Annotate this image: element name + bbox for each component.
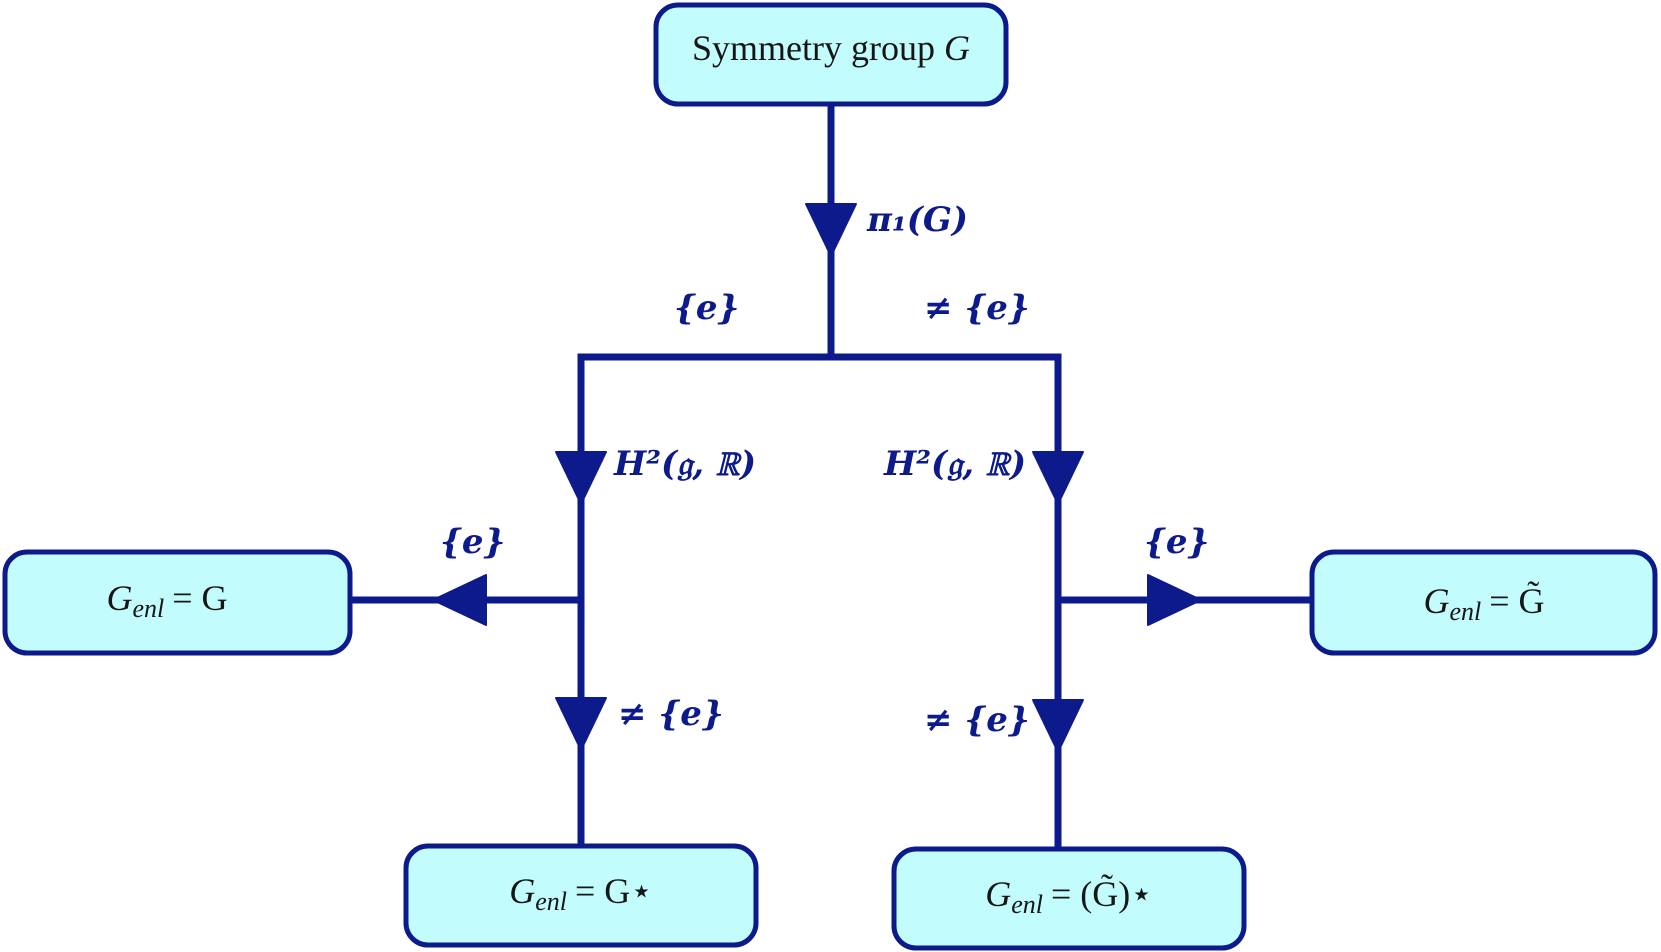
node-trivial-trivial-sub: enl bbox=[132, 594, 164, 623]
node-root-symbol: G bbox=[944, 28, 970, 68]
arrowhead-down-pi1 bbox=[805, 203, 857, 257]
label-left-branch-nontrivial: ≠ {e} bbox=[618, 694, 724, 734]
node-trivial-nontrivial-rhs: = G⋆ bbox=[575, 871, 653, 911]
node-nontrivial-nontrivial-sub: enl bbox=[1011, 890, 1043, 919]
arrowheads bbox=[432, 203, 1202, 753]
label-right-branch-nontrivial: ≠ {e} bbox=[924, 700, 1030, 740]
svg-text:Genl= (G̃)⋆: Genl = (G̃)⋆ bbox=[985, 874, 1153, 919]
arrowhead-left-trivial bbox=[432, 574, 487, 626]
arrowhead-down-right-h2 bbox=[1032, 451, 1084, 505]
arrowhead-down-right-nontrivial bbox=[1032, 699, 1084, 753]
arrowhead-down-left-h2 bbox=[555, 451, 607, 505]
edge-labels: π₁(G) {e} ≠ {e} H²(𝔤, ℝ) H²(𝔤, ℝ) {e} ≠ … bbox=[440, 200, 1209, 740]
node-root: Symmetry group G bbox=[653, 2, 1009, 107]
node-trivial-nontrivial-sub: enl bbox=[535, 887, 567, 916]
node-trivial-trivial: Genl = G bbox=[2, 549, 353, 656]
edge-split-horizontal bbox=[577, 353, 1062, 480]
label-root-right: ≠ {e} bbox=[924, 288, 1030, 328]
node-trivial-trivial-rhs: = G bbox=[172, 578, 227, 618]
label-pi1: π₁(G) bbox=[866, 200, 968, 240]
svg-text:Genl= G: Genl = G bbox=[106, 578, 227, 623]
label-right-branch-trivial: {e} bbox=[1144, 522, 1209, 562]
svg-text:Genl= G̃: Genl = G̃ bbox=[1423, 581, 1544, 626]
arrowhead-right-trivial bbox=[1147, 574, 1202, 626]
node-trivial-trivial-lhs: G bbox=[106, 578, 132, 618]
node-nontrivial-trivial: Genl = G̃ bbox=[1309, 549, 1658, 656]
node-nontrivial-trivial-sub: enl bbox=[1449, 597, 1481, 626]
node-trivial-nontrivial: Genl = G⋆ bbox=[403, 843, 759, 948]
label-left-branch-trivial: {e} bbox=[440, 522, 505, 562]
node-nontrivial-nontrivial-rhs: = (G̃)⋆ bbox=[1051, 874, 1153, 914]
node-nontrivial-trivial-rhs: = G̃ bbox=[1489, 581, 1544, 621]
node-trivial-nontrivial-lhs: G bbox=[509, 871, 535, 911]
svg-text:Symmetry group G: Symmetry group G bbox=[692, 28, 970, 68]
svg-text:Genl= G⋆: Genl = G⋆ bbox=[509, 871, 653, 916]
node-nontrivial-nontrivial-lhs: G bbox=[985, 874, 1011, 914]
node-nontrivial-nontrivial: Genl = (G̃)⋆ bbox=[891, 846, 1247, 951]
arrowhead-down-left-nontrivial bbox=[555, 697, 607, 751]
node-root-prefix: Symmetry group bbox=[692, 28, 944, 68]
label-root-left: {e} bbox=[674, 288, 739, 328]
node-nontrivial-trivial-lhs: G bbox=[1423, 581, 1449, 621]
label-h2-left: H²(𝔤, ℝ) bbox=[613, 444, 756, 484]
label-h2-right: H²(𝔤, ℝ) bbox=[883, 444, 1026, 484]
